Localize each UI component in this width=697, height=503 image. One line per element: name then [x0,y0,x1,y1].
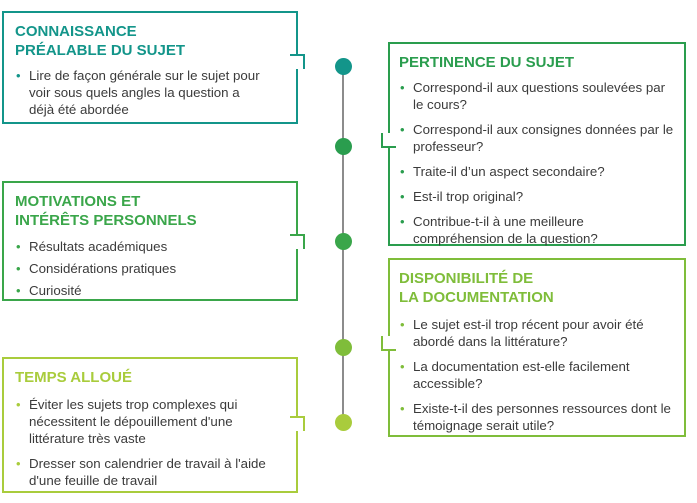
list-item: Existe-t-il des personnes ressources don… [399,400,676,434]
box-motivations-list: Résultats académiques Considérations pra… [15,238,286,299]
timeline-dot-1 [335,58,352,75]
box-pertinence-pointer [381,133,396,148]
list-item: Éviter les sujets trop complexes qui néc… [15,396,291,447]
timeline-dot-5 [335,414,352,431]
box-motivations-pointer [290,234,305,249]
box-connaissance-title: CONNAISSANCE PRÉALABLE DU SUJET [15,23,186,59]
box-disponibilite-list: Le sujet est-il trop récent pour avoir é… [399,316,676,434]
list-item: Contribue-t-il à une meilleure compréhen… [399,213,676,247]
box-disponibilite-title: DISPONIBILITÉ DE LA DOCUMENTATION [399,270,554,306]
box-connaissance-list: Lire de façon générale sur le sujet pour… [15,67,286,118]
box-temps-pointer [290,416,305,431]
box-motivations: MOTIVATIONS ET INTÉRÊTS PERSONNELS Résul… [2,181,298,301]
list-item: Lire de façon générale sur le sujet pour… [15,67,261,118]
box-disponibilite: DISPONIBILITÉ DE LA DOCUMENTATION Le suj… [388,258,686,437]
timeline-dot-2 [335,138,352,155]
box-disponibilite-pointer [381,336,396,351]
list-item: Le sujet est-il trop récent pour avoir é… [399,316,676,350]
timeline-dot-3 [335,233,352,250]
box-connaissance-pointer [290,54,305,69]
list-item: Curiosité [15,282,286,299]
list-item: Considérations pratiques [15,260,286,277]
box-temps-title: TEMPS ALLOUÉ [15,369,132,386]
list-item: Traite-il d’un aspect secondaire? [399,163,676,180]
box-connaissance: CONNAISSANCE PRÉALABLE DU SUJET Lire de … [2,11,298,124]
list-item: Résultats académiques [15,238,286,255]
list-item: Dresser son calendrier de travail à l'ai… [15,455,279,489]
box-pertinence: PERTINENCE DU SUJET Correspond-il aux qu… [388,42,686,246]
box-pertinence-title: PERTINENCE DU SUJET [399,54,575,71]
list-item: Correspond-il aux consignes données par … [399,121,676,155]
box-pertinence-list: Correspond-il aux questions soulevées pa… [399,79,676,247]
list-item: Correspond-il aux questions soulevées pa… [399,79,676,113]
list-item: Est-il trop original? [399,188,676,205]
timeline-dot-4 [335,339,352,356]
box-motivations-title: MOTIVATIONS ET INTÉRÊTS PERSONNELS [15,193,197,229]
box-temps: TEMPS ALLOUÉ Éviter les sujets trop comp… [2,357,298,493]
box-temps-list: Éviter les sujets trop complexes qui néc… [15,396,286,489]
list-item: La documentation est-elle facilement acc… [399,358,676,392]
